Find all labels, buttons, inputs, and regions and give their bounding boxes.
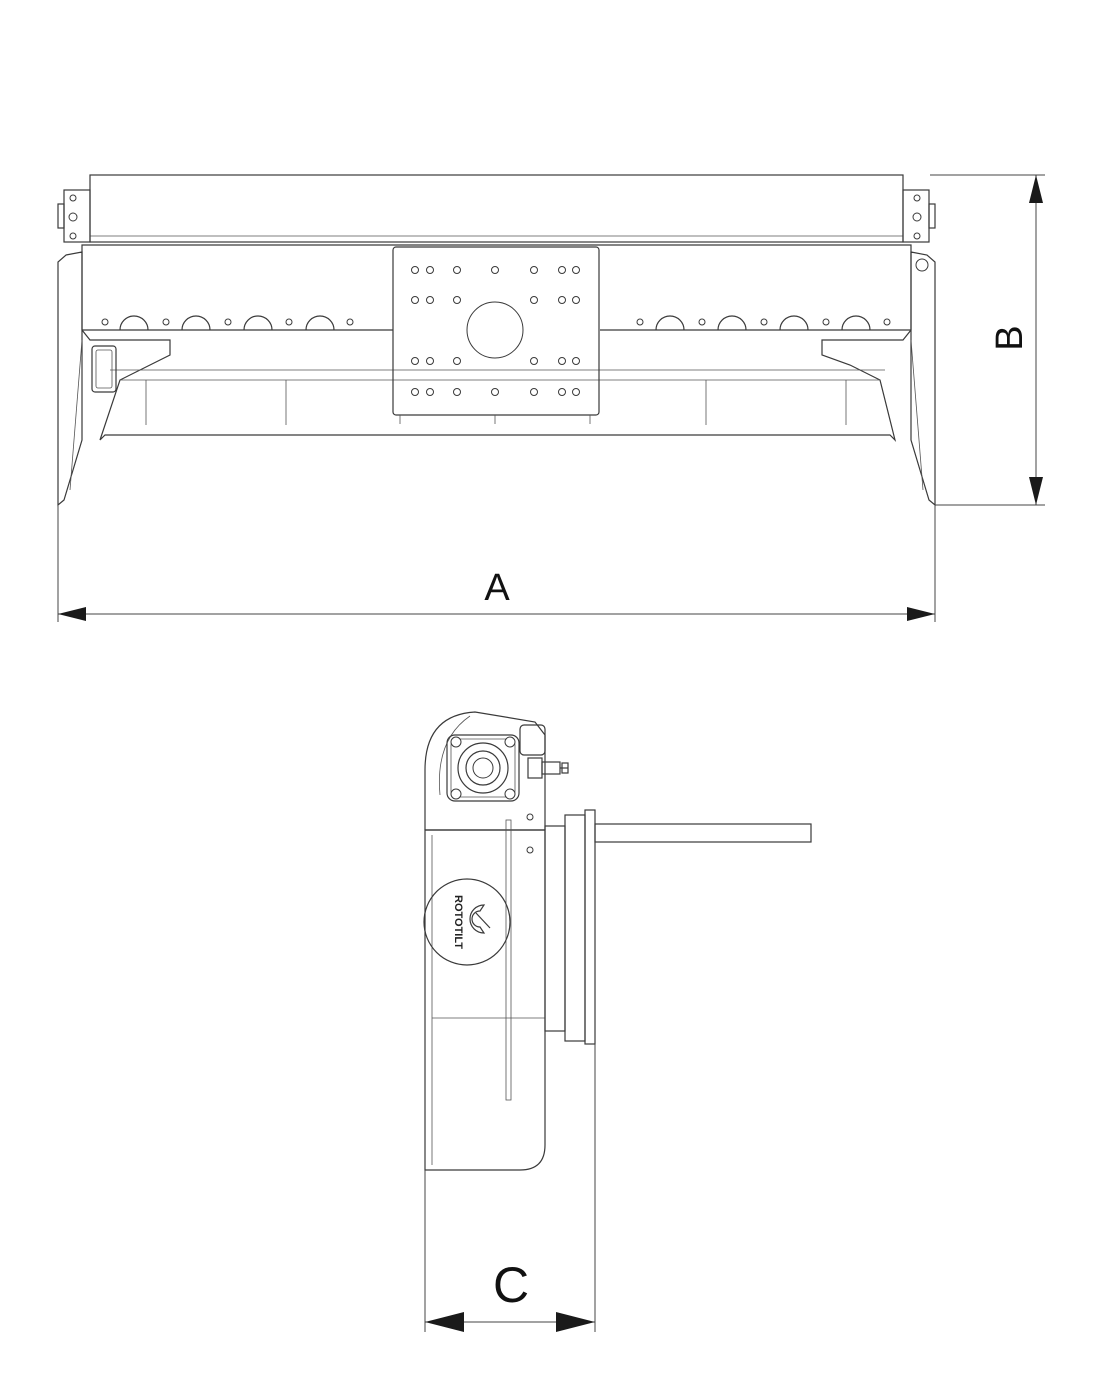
left-latch <box>91 345 117 393</box>
dimension-c-right-arrow <box>556 1312 595 1332</box>
right-cradles <box>655 315 871 331</box>
mounting-plate <box>392 246 600 424</box>
right-hinge-bracket <box>902 189 936 272</box>
lower-frame <box>81 244 912 442</box>
side-arm <box>594 823 812 843</box>
dimension-b-bottom-arrow <box>1029 477 1043 505</box>
left-hinge-bracket <box>57 189 91 243</box>
dimension-a-left-arrow <box>58 607 86 621</box>
dimension-b-label: B <box>989 325 1031 350</box>
bearing-flange <box>446 734 520 802</box>
side-body <box>424 829 546 1171</box>
dimension-a: A <box>57 505 936 622</box>
mounting-plate-holes <box>411 266 580 396</box>
right-leg <box>910 251 936 507</box>
side-view: ROTOTILT <box>423 711 812 1171</box>
dimension-c-left-arrow <box>425 1312 464 1332</box>
left-leg <box>57 251 83 507</box>
hinge-housing <box>424 711 546 830</box>
dimension-c-label: C <box>493 1257 529 1313</box>
top-beam <box>89 174 904 243</box>
adjustment-bolt <box>527 757 569 779</box>
dimension-a-right-arrow <box>907 607 935 621</box>
side-hole-upper <box>526 813 534 821</box>
left-cradles <box>119 315 335 331</box>
dimension-c: C <box>424 1044 596 1332</box>
dimension-a-label: A <box>484 567 510 609</box>
dimension-b: B <box>930 174 1045 506</box>
front-view <box>57 174 936 507</box>
logo-brand-text: ROTOTILT <box>452 895 464 949</box>
side-flange-plate <box>544 809 596 1045</box>
frame-ribs <box>145 380 847 425</box>
side-hole-lower <box>526 846 534 854</box>
dimension-b-top-arrow <box>1029 175 1043 203</box>
cradle-pins <box>101 318 891 326</box>
vertical-slot <box>505 819 512 1101</box>
rototilt-logo: ROTOTILT <box>423 878 511 966</box>
